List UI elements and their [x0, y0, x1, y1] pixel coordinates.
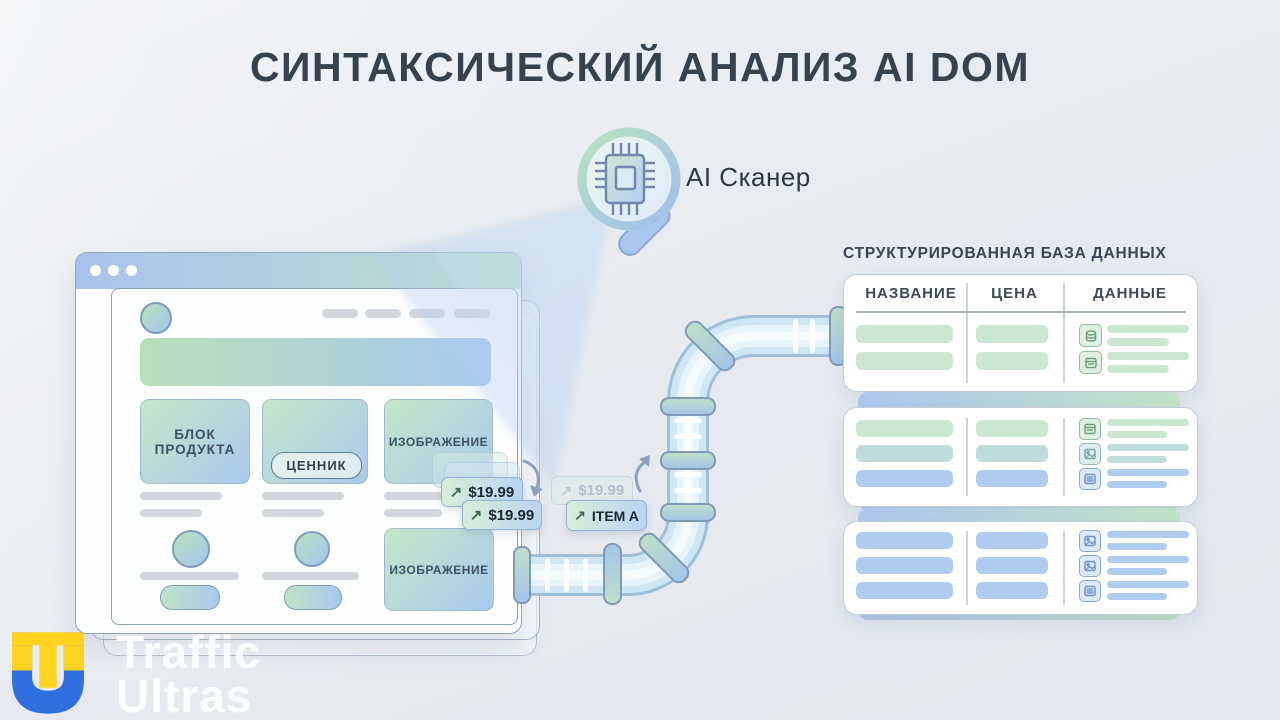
card-icon: [1079, 351, 1102, 374]
data-line: [1107, 338, 1169, 346]
column-divider: [966, 531, 968, 605]
column-header-price: ЦЕНА: [991, 285, 1038, 302]
ne-arrow-icon: ↗: [469, 507, 483, 524]
text-placeholder: [262, 572, 359, 580]
db-card-2: [843, 407, 1198, 507]
price-tag-pill: ЦЕННИК: [271, 452, 362, 479]
window-dot-icon: [108, 265, 119, 276]
text-placeholder: [262, 509, 324, 517]
cell-placeholder: [856, 325, 953, 343]
data-line: [1107, 556, 1189, 563]
header-underline: [856, 311, 1186, 313]
nav-link-placeholder: [322, 309, 358, 318]
data-line: [1107, 352, 1189, 360]
cell-placeholder: [856, 532, 953, 549]
cell-placeholder: [976, 445, 1048, 462]
cell-placeholder: [856, 445, 953, 462]
cell-placeholder: [976, 352, 1048, 370]
data-line: [1107, 481, 1167, 488]
text-placeholder: [262, 492, 344, 500]
data-line: [1107, 456, 1167, 463]
text-placeholder: [384, 509, 442, 517]
data-line: [1107, 469, 1189, 476]
database-heading: СТРУКТУРИРОВАННАЯ БАЗА ДАННЫХ: [843, 245, 1167, 262]
card-icon: [1079, 418, 1101, 440]
data-line: [1107, 593, 1167, 600]
page-title: СИНТАКСИЧЕСКИЙ АНАЛИЗ AI DOM: [249, 44, 1031, 90]
column-header-data: ДАННЫЕ: [1093, 285, 1167, 302]
nav-link-placeholder: [365, 309, 401, 318]
window-dot-icon: [90, 265, 101, 276]
column-divider: [1063, 418, 1065, 496]
data-line: [1107, 431, 1167, 438]
data-line: [1107, 365, 1169, 373]
browser-window: БЛОК ПРОДУКТА ЦЕННИК ИЗОБРАЖЕНИЕ ИЗОБРАЖ…: [75, 252, 522, 634]
cell-placeholder: [856, 582, 953, 599]
traffic-ultras-logo-icon: [12, 632, 84, 714]
list-icon: [1079, 580, 1101, 602]
column-header-name: НАЗВАНИЕ: [865, 285, 957, 302]
data-line: [1107, 419, 1189, 426]
data-line: [1107, 531, 1189, 538]
nav-link-placeholder: [454, 309, 490, 318]
data-line: [1107, 444, 1189, 451]
data-line: [1107, 581, 1189, 588]
column-divider: [1063, 531, 1065, 605]
avatar: [140, 302, 172, 334]
cell-placeholder: [856, 352, 953, 370]
price-tag-b: ↗ $19.99: [462, 500, 542, 530]
item-tag: ↗ ITEM A: [566, 500, 647, 531]
cell-placeholder: [976, 470, 1048, 487]
cell-placeholder: [856, 557, 953, 574]
button-placeholder: [284, 585, 342, 610]
window-dot-icon: [126, 265, 137, 276]
product-thumb-circle: [294, 531, 330, 567]
ne-arrow-icon: ↗: [449, 484, 463, 501]
hero-banner: [140, 338, 491, 386]
text-placeholder: [384, 492, 459, 500]
image-icon: [1079, 530, 1101, 552]
cell-placeholder: [976, 420, 1048, 437]
text-placeholder: [140, 492, 222, 500]
text-placeholder: [140, 509, 202, 517]
db-card-1: НАЗВАНИЕ ЦЕНА ДАННЫЕ: [843, 274, 1198, 392]
column-divider: [1063, 283, 1065, 383]
cell-placeholder: [976, 532, 1048, 549]
chip-icon: [595, 143, 655, 215]
image-icon: [1079, 443, 1101, 465]
logo-wordmark: Traffic Ultras: [116, 626, 262, 720]
image-card-bottom: ИЗОБРАЖЕНИЕ: [384, 528, 494, 611]
column-divider: [966, 418, 968, 496]
data-line: [1107, 568, 1167, 575]
list-icon: [1079, 468, 1101, 490]
magnifier-handle: [618, 203, 671, 256]
product-block-card: БЛОК ПРОДУКТА: [140, 399, 250, 484]
price-card: ЦЕННИК: [262, 399, 368, 484]
cell-placeholder: [856, 420, 953, 437]
cell-placeholder: [856, 470, 953, 487]
data-line: [1107, 543, 1167, 550]
ne-arrow-icon: ↗: [559, 482, 573, 500]
scanner-label: AI Сканер: [686, 162, 811, 192]
product-thumb-circle: [172, 530, 210, 568]
browser-titlebar: [76, 253, 521, 289]
column-divider: [966, 283, 968, 383]
product-block-label: БЛОК ПРОДУКТА: [154, 426, 236, 457]
cell-placeholder: [976, 582, 1048, 599]
button-placeholder: [160, 585, 220, 610]
cell-placeholder: [976, 325, 1048, 343]
ne-arrow-icon: ↗: [574, 507, 586, 523]
webpage-content: БЛОК ПРОДУКТА ЦЕННИК ИЗОБРАЖЕНИЕ ИЗОБРАЖ…: [111, 288, 518, 625]
cell-placeholder: [976, 557, 1048, 574]
db-card-3: [843, 521, 1198, 615]
nav-link-placeholder: [409, 309, 445, 318]
text-placeholder: [140, 572, 239, 580]
image-icon: [1079, 555, 1101, 577]
data-line: [1107, 325, 1189, 333]
database-icon: [1079, 324, 1102, 347]
